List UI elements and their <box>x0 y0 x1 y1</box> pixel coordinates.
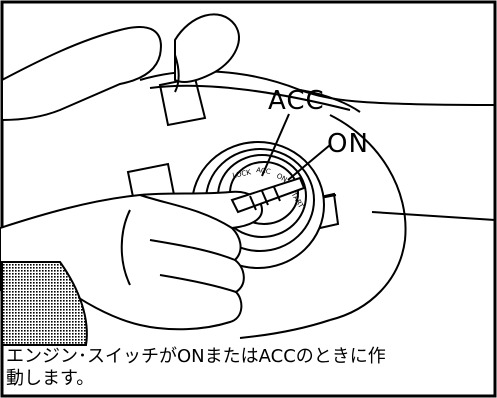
caption-line-2: 動します。 <box>6 368 95 389</box>
caption: エンジン･スイッチがONまたはACCのときに作 動します。 <box>6 346 490 390</box>
svg-text:LOCK: LOCK <box>232 168 252 180</box>
on-label: ON <box>327 129 369 159</box>
leader-lines <box>261 113 331 181</box>
sleeve <box>1 261 88 346</box>
hand <box>0 190 264 331</box>
acc-label: ACC <box>268 86 325 116</box>
caption-line-1: エンジン･スイッチがONまたはACCのときに作 <box>6 346 386 367</box>
key <box>230 176 306 214</box>
upper-hand <box>1 13 240 122</box>
